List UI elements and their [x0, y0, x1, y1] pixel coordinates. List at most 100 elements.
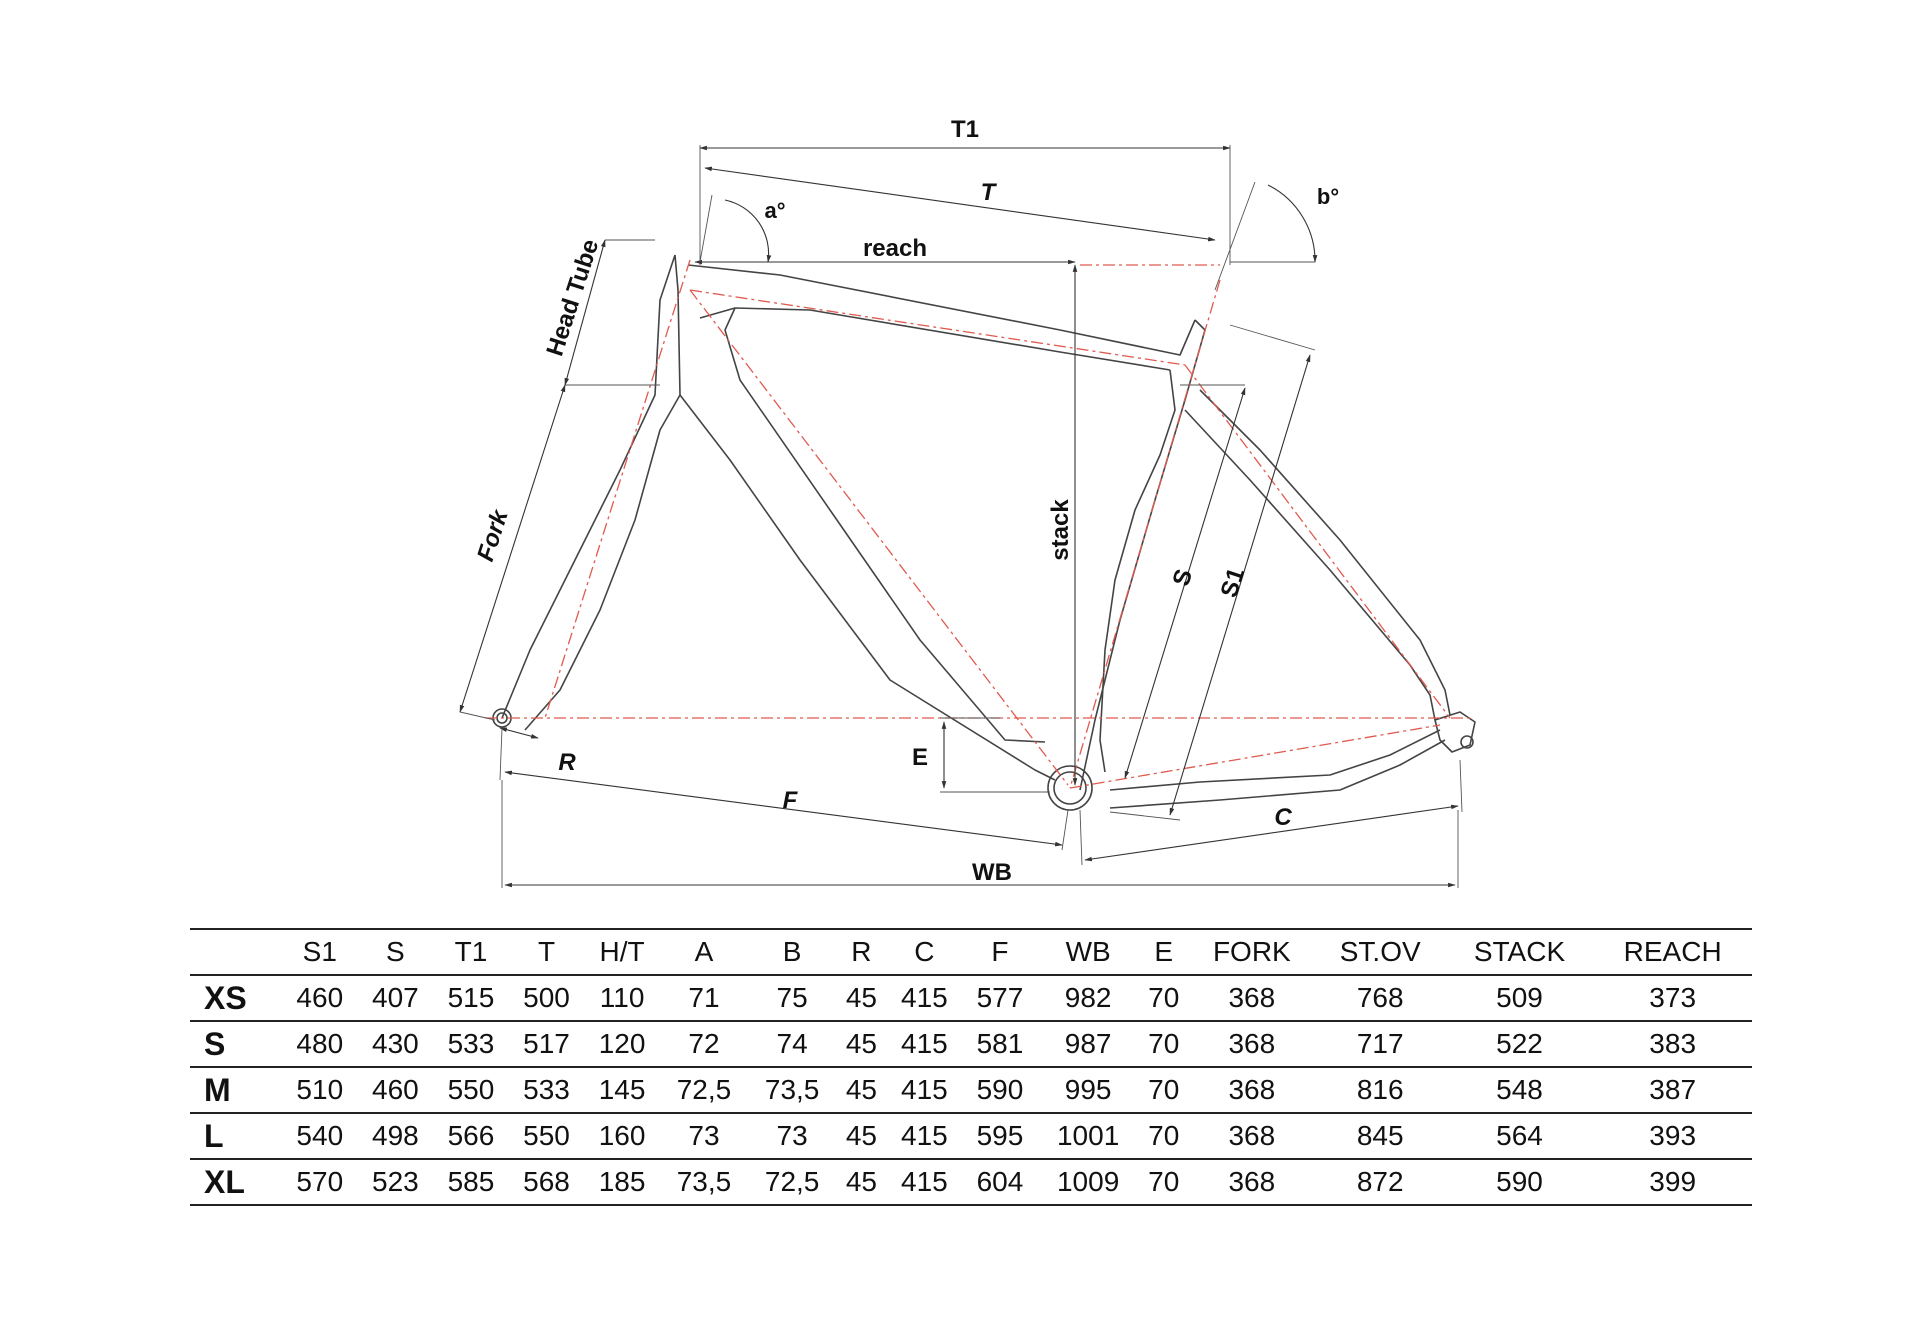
table-cell: 1001 — [1056, 1120, 1120, 1151]
table-cell: 45 — [845, 982, 877, 1013]
table-cell: 393 — [1649, 1120, 1697, 1151]
table-cell: 498 — [372, 1120, 419, 1151]
table-cell: 509 — [1496, 982, 1543, 1013]
table-cell: 70 — [1148, 1074, 1180, 1105]
table-cell: 72 — [688, 1028, 720, 1059]
table-cell: 585 — [447, 1166, 495, 1197]
table-cell: 368 — [1228, 1120, 1276, 1151]
table-cell: 74 — [776, 1028, 808, 1059]
table-cell: 533 — [523, 1074, 570, 1105]
table-cell: 564 — [1496, 1120, 1543, 1151]
table-cell: 45 — [845, 1120, 877, 1151]
table-cell: 987 — [1064, 1028, 1112, 1059]
table-cell: 415 — [901, 982, 948, 1013]
label-fork: Fork — [472, 505, 514, 564]
label-e: E — [912, 744, 928, 771]
table-cell: 523 — [372, 1166, 419, 1197]
header-head-tube: H/T — [599, 936, 645, 967]
table-cell: 500 — [523, 982, 570, 1013]
table-cell: 515 — [447, 982, 495, 1013]
table-cell: 430 — [372, 1028, 419, 1059]
table-cell: 845 — [1356, 1120, 1404, 1151]
table-cell: 73 — [776, 1120, 808, 1151]
table-cell: 590 — [976, 1074, 1024, 1105]
table-cell: 45 — [845, 1166, 877, 1197]
table-cell: 566 — [447, 1120, 495, 1151]
table-cell: 72,5 — [676, 1074, 732, 1105]
header-s1: S1 — [302, 936, 337, 967]
header-fork: FORK — [1212, 936, 1291, 967]
header-f: F — [991, 936, 1009, 967]
table-cell: 540 — [296, 1120, 344, 1151]
size-label: XL — [204, 1163, 245, 1200]
table-cell: 160 — [598, 1120, 646, 1151]
bike-frame-outline — [492, 254, 1476, 811]
table-cell: 70 — [1148, 1166, 1180, 1197]
table-cell: 145 — [598, 1074, 646, 1105]
table-cell: 73 — [688, 1120, 720, 1151]
header-r: R — [851, 936, 872, 967]
frame-geometry-diagram: T1 T a° b° reach Head Tube stack Fork S … — [459, 116, 1476, 888]
geometry-table: S1 S T1 T H/T A B R C F WB E FORK ST.OV … — [190, 928, 1752, 1206]
table-cell: 816 — [1356, 1074, 1404, 1105]
table-cell: 70 — [1148, 1120, 1180, 1151]
label-f: F — [783, 787, 799, 814]
table-cell: 407 — [372, 982, 419, 1013]
table-cell: 533 — [447, 1028, 495, 1059]
header-reach: REACH — [1623, 936, 1722, 967]
table-cell: 387 — [1649, 1074, 1697, 1105]
label-b-angle: b° — [1317, 184, 1339, 209]
table-cell: 415 — [901, 1166, 948, 1197]
table-cell: 368 — [1228, 1166, 1276, 1197]
table-cell: 399 — [1649, 1166, 1697, 1197]
header-st-ov: ST.OV — [1339, 936, 1421, 967]
table-cell: 71 — [688, 982, 720, 1013]
header-t1: T1 — [454, 936, 488, 967]
table-cell: 577 — [976, 982, 1024, 1013]
header-wb: WB — [1065, 936, 1111, 967]
table-cell: 368 — [1228, 1074, 1276, 1105]
label-stack: stack — [1047, 499, 1074, 561]
table-cell: 185 — [598, 1166, 646, 1197]
table-cell: 75 — [776, 982, 808, 1013]
table-cell: 72,5 — [764, 1166, 820, 1197]
table-cell: 368 — [1228, 982, 1276, 1013]
header-a: A — [694, 936, 714, 967]
label-t1: T1 — [951, 116, 979, 143]
table-cell: 548 — [1496, 1074, 1543, 1105]
label-c: C — [1274, 804, 1292, 831]
table-cell: 415 — [901, 1028, 948, 1059]
table-cell: 373 — [1649, 982, 1697, 1013]
table-cell: 45 — [845, 1028, 877, 1059]
label-head-tube: Head Tube — [541, 236, 604, 359]
table-cell: 368 — [1228, 1028, 1276, 1059]
label-a-angle: a° — [764, 198, 785, 223]
table-cell: 70 — [1148, 982, 1180, 1013]
size-label: L — [204, 1117, 224, 1154]
size-column-header — [190, 929, 282, 975]
size-label: XS — [204, 979, 247, 1016]
table-cell: 595 — [976, 1120, 1024, 1151]
table-cell: 522 — [1496, 1028, 1543, 1059]
table-cell: 550 — [447, 1074, 495, 1105]
size-label: S — [204, 1025, 226, 1062]
dimension-labels: T1 T a° b° reach Head Tube stack Fork S … — [472, 116, 1339, 886]
table-cell: 415 — [901, 1074, 948, 1105]
table-cell: 717 — [1356, 1028, 1404, 1059]
table-cell: 550 — [523, 1120, 570, 1151]
table-cell: 383 — [1649, 1028, 1697, 1059]
header-e: E — [1154, 936, 1174, 967]
table-cell: 570 — [296, 1166, 344, 1197]
table-cell: 480 — [296, 1028, 344, 1059]
label-r: R — [558, 749, 576, 776]
table-cell: 460 — [296, 982, 344, 1013]
header-stack: STACK — [1473, 936, 1566, 967]
table-cell: 460 — [372, 1074, 419, 1105]
dimension-lines — [459, 145, 1463, 888]
table-cell: 73,5 — [764, 1074, 820, 1105]
label-wb: WB — [972, 859, 1012, 886]
table-header-row: S1 S T1 T H/T A B R C F WB E FORK ST.OV … — [190, 929, 1752, 975]
